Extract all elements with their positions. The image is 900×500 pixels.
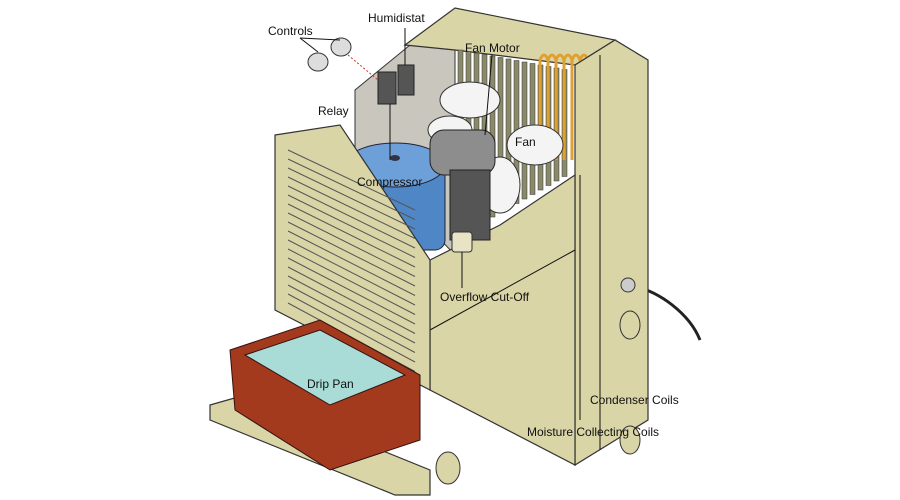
louvers bbox=[287, 149, 416, 372]
louver-slat bbox=[287, 149, 416, 211]
louver-slat bbox=[287, 167, 416, 230]
louver-slat bbox=[287, 194, 416, 258]
label-overflow-cutoff: Overflow Cut-Off bbox=[440, 290, 530, 304]
louver-slat bbox=[287, 212, 416, 277]
overflow-cutoff-switch bbox=[451, 231, 473, 288]
label-controls: Controls bbox=[268, 24, 313, 38]
caster-wheel bbox=[435, 451, 461, 485]
louver-slat bbox=[287, 257, 416, 325]
caster-wheel bbox=[619, 425, 641, 455]
louver-slat bbox=[287, 221, 416, 287]
label-compressor: Compressor bbox=[357, 175, 422, 189]
label-humidistat: Humidistat bbox=[368, 11, 425, 25]
label-condenser-coils: Condenser Coils bbox=[590, 393, 679, 407]
louver-slat bbox=[287, 284, 416, 353]
relay bbox=[377, 71, 397, 105]
louver-slat bbox=[287, 158, 416, 220]
leader-lines bbox=[299, 28, 601, 420]
louver-slat bbox=[287, 185, 416, 249]
label-fan-motor: Fan Motor bbox=[465, 41, 520, 55]
louver-slat bbox=[287, 266, 416, 334]
louver-slat bbox=[287, 239, 416, 306]
condenser-coils-tubes bbox=[538, 53, 590, 160]
louver-slat bbox=[287, 293, 416, 363]
louver-slat bbox=[287, 248, 416, 315]
panel-seam bbox=[429, 249, 576, 331]
fan-motor bbox=[429, 129, 496, 241]
control-knobs bbox=[307, 37, 379, 81]
caster-wheel bbox=[619, 310, 641, 340]
label-drip-pan: Drip Pan bbox=[307, 377, 354, 391]
label-fan: Fan bbox=[515, 135, 536, 149]
label-moisture-collecting-coils: Moisture Collecting Coils bbox=[527, 425, 659, 439]
louver-slat bbox=[287, 203, 416, 268]
louver-slat bbox=[287, 275, 416, 344]
label-relay: Relay bbox=[318, 104, 349, 118]
cord-socket bbox=[620, 277, 636, 293]
drip-pan bbox=[229, 319, 421, 471]
louver-slat bbox=[287, 176, 416, 239]
louver-slat bbox=[287, 230, 416, 296]
humidistat bbox=[397, 64, 415, 96]
